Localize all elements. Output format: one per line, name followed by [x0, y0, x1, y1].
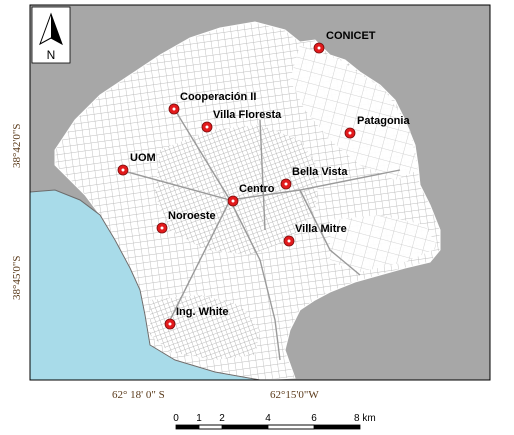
scale-tick-0: 0 — [173, 413, 179, 424]
station-label: Cooperación II — [180, 91, 256, 103]
peripheral-grid — [290, 45, 418, 180]
station-label: Centro — [239, 183, 275, 195]
station-conicet[interactable]: CONICET — [313, 30, 376, 54]
north-arrow-label: N — [47, 48, 56, 62]
downtown-dense-grid — [155, 125, 320, 255]
station-centro[interactable]: Centro — [227, 183, 275, 207]
estuary-water — [30, 190, 260, 380]
map-frame — [29, 4, 491, 381]
latitude-label-top: 38°42'0"S — [11, 124, 23, 169]
station-label: CONICET — [326, 30, 376, 42]
scale-tick-6: 6 — [311, 413, 317, 424]
station-villa-floresta[interactable]: Villa Floresta — [201, 109, 282, 133]
north-arrow-icon: N — [31, 6, 71, 64]
scale-tick-1: 1 — [196, 413, 202, 424]
longitude-label-left: 62° 18' 0" S — [112, 389, 165, 401]
station-label: Patagonia — [357, 115, 410, 127]
station-label: Villa Floresta — [213, 109, 282, 121]
station-markers: CONICET Cooperación II Villa Floresta Pa… — [117, 30, 410, 330]
station-bella-vista[interactable]: Bella Vista — [280, 166, 348, 190]
station-ing-white[interactable]: Ing. White — [164, 306, 229, 330]
station-label: Bella Vista — [292, 166, 348, 178]
station-patagonia[interactable]: Patagonia — [344, 115, 410, 139]
main-avenues — [119, 109, 401, 361]
peripheral-grid-east — [330, 215, 438, 272]
latitude-label-bottom: 38°45'0"S — [11, 256, 23, 301]
station-label: UOM — [130, 152, 156, 164]
station-cooperacion-ii[interactable]: Cooperación II — [168, 91, 256, 115]
station-label: Villa Mitre — [295, 223, 347, 235]
scale-tick-4: 4 — [265, 413, 271, 424]
scale-bar: 0 1 2 4 6 8 km — [173, 413, 376, 430]
coastline — [30, 189, 261, 380]
station-villa-mitre[interactable]: Villa Mitre — [283, 223, 347, 247]
station-label: Ing. White — [176, 306, 229, 318]
station-uom[interactable]: UOM — [117, 152, 156, 176]
port-dense-grid — [150, 295, 260, 360]
scale-tick-8: 8 km — [354, 413, 376, 424]
station-label: Noroeste — [168, 210, 216, 222]
longitude-label-right: 62°15'0"W — [270, 389, 319, 401]
station-noroeste[interactable]: Noroeste — [156, 210, 216, 234]
scale-tick-2: 2 — [219, 413, 225, 424]
